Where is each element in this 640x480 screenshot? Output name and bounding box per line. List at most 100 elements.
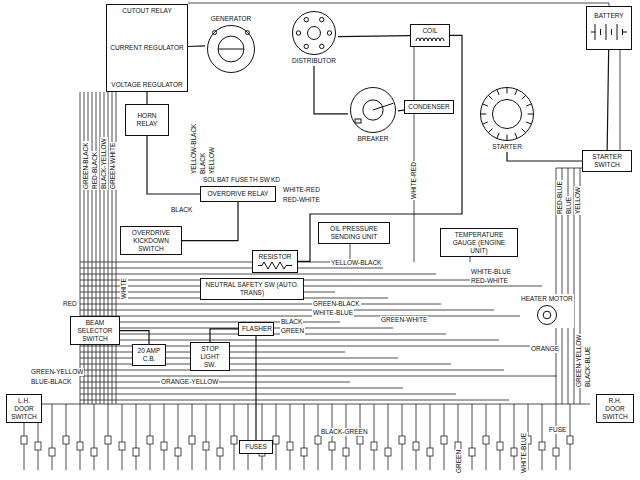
harness-wire — [500, 450, 501, 470]
component-label: BREAKER — [357, 135, 388, 143]
wire-color-label: BLACK — [280, 318, 303, 326]
harness-wire — [486, 444, 487, 470]
connector-plug — [175, 448, 181, 456]
harness-wire — [80, 304, 441, 305]
harness-wire — [346, 404, 347, 448]
harness-wire — [80, 388, 403, 389]
harness-wire — [500, 404, 501, 442]
wire-color-label: FUSE — [548, 426, 567, 434]
distributor-cap — [293, 12, 336, 55]
dist-symbol-parts — [293, 12, 336, 55]
wire-color-label: GREEN-YELLOW — [30, 368, 84, 376]
connector-plug — [133, 448, 139, 456]
motor-symbol-parts — [537, 305, 556, 324]
connector-plug — [553, 448, 559, 456]
terminal — [245, 30, 249, 34]
harness-wire — [84, 92, 85, 404]
harness-wire — [220, 404, 221, 448]
wire-color-label: SOL — [202, 176, 217, 184]
switch-box: NEUTRAL SAFETY SW (AUTO. TRANS) — [200, 278, 304, 300]
harness-wire — [96, 92, 97, 404]
wire — [255, 336, 256, 440]
harness-wire — [88, 92, 89, 404]
wire-color-label: WHITE-RED — [410, 161, 418, 200]
wire-color-label: WHITE — [120, 277, 128, 300]
component-label: STOP LIGHT SW. — [194, 345, 226, 368]
wire-color-label: RED-WHITE — [282, 196, 321, 204]
harness-wire — [248, 404, 249, 442]
rotor — [308, 27, 321, 40]
wire-color-label: WHITE-BLUE — [470, 268, 512, 276]
harness-wire — [164, 450, 165, 470]
starter-armature — [492, 99, 521, 128]
wire-color-label: KD — [270, 176, 281, 184]
connector-plug — [147, 436, 153, 444]
battery-box: BATTERY — [586, 6, 632, 50]
field-tick — [522, 129, 526, 133]
switch-box: R.H. DOOR SWITCH — [596, 394, 634, 423]
connector-plug — [385, 448, 391, 456]
harness-wire — [178, 456, 179, 470]
component-label: OVERDRIVE RELAY — [204, 190, 272, 198]
wire-color-label: GREEN-BLACK — [312, 300, 361, 308]
motor-symbol-group: HEATER MOTOR — [520, 294, 574, 328]
field-tick — [497, 90, 499, 95]
brk-symbol — [349, 86, 397, 134]
motor-armature — [543, 311, 551, 319]
sender-box: OIL PRESSURE SENDING UNIT — [318, 222, 390, 244]
cap-terminal — [327, 31, 331, 35]
field-tick — [515, 133, 517, 138]
harness-wire — [80, 404, 81, 442]
switch-box: STARTER SWITCH — [582, 150, 632, 172]
harness-wire — [416, 450, 417, 470]
harness-wire — [304, 404, 305, 448]
cap-terminal — [304, 17, 308, 21]
connector-plug — [371, 442, 377, 450]
field-tick — [497, 133, 499, 138]
connector-plug — [497, 442, 503, 450]
connector-plug — [427, 448, 433, 456]
wire-color-label: BLACK-YELLOW — [100, 137, 108, 190]
harness-wire — [276, 444, 277, 470]
harness-wire — [458, 404, 459, 442]
field-tick — [488, 95, 492, 99]
wire-color-label: YELLOW — [208, 146, 216, 175]
coil-symbol — [416, 36, 444, 43]
harness-wire — [472, 404, 473, 448]
regulator-box: CUTOUT RELAYCURRENT REGULATORVOLTAGE REG… — [106, 4, 188, 92]
wire — [210, 329, 238, 342]
breaker-symbol-group: BREAKER — [348, 84, 398, 144]
wire-color-label: WHITE-BLUE — [520, 432, 528, 474]
connector-plug — [161, 442, 167, 450]
harness-wire — [150, 444, 151, 470]
starter-symbol — [479, 86, 535, 142]
harness-wire — [112, 92, 113, 404]
connector-plug — [329, 442, 335, 450]
connector-plug — [189, 436, 195, 444]
starter-symbol-parts — [481, 88, 534, 141]
harness-wire — [192, 444, 193, 470]
harness-wire — [262, 456, 263, 470]
field-tick — [526, 104, 531, 106]
harness-wire — [318, 404, 319, 436]
component-label: RESISTOR — [256, 253, 294, 261]
component-label: L.H. DOOR SWITCH — [10, 397, 38, 420]
harness-wire — [116, 92, 117, 404]
harness-wire — [92, 92, 93, 404]
harness-wire — [80, 450, 81, 470]
component-label: HEATER MOTOR — [521, 295, 573, 303]
component-label: FUSES — [243, 443, 269, 451]
flasher-box: FLASHER — [238, 322, 274, 336]
harness-wire — [66, 444, 67, 470]
harness-wire — [220, 456, 221, 470]
harness-wire — [234, 404, 235, 436]
wire — [314, 66, 348, 114]
connector-plug — [273, 436, 279, 444]
field-tick — [483, 104, 488, 106]
condenser-box: CONDENSER — [404, 100, 454, 114]
relay-box: HORN RELAY — [125, 104, 169, 136]
harness-wire — [94, 404, 95, 448]
battery-cell — [600, 29, 601, 35]
battery-lead — [623, 31, 628, 32]
harness-wire — [80, 274, 436, 275]
